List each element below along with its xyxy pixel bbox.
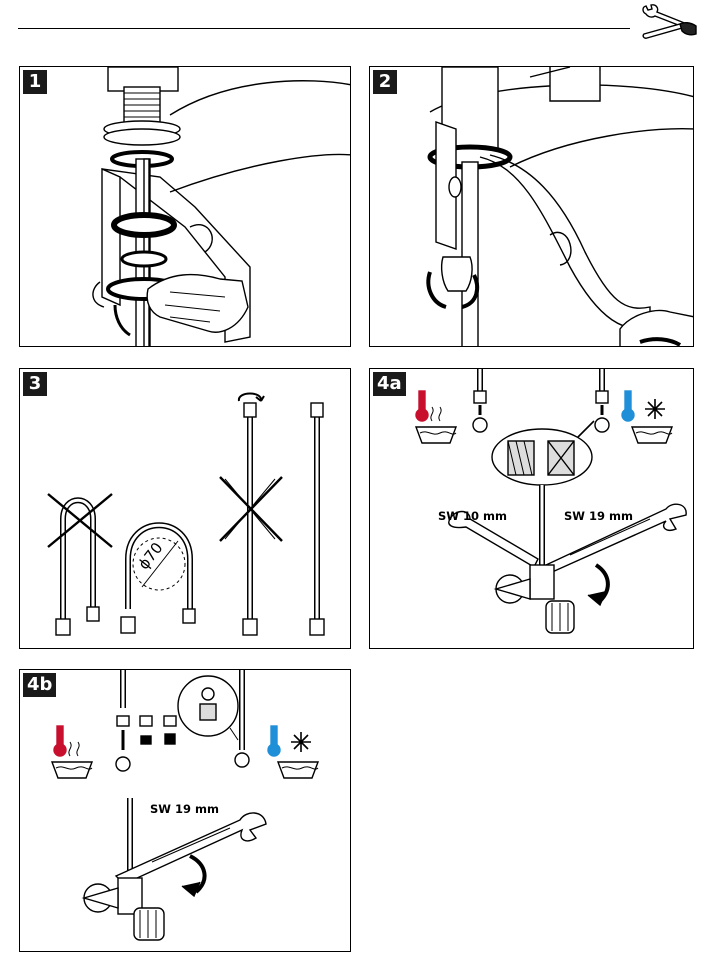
step-badge: 2	[373, 70, 397, 94]
step-badge: 4b	[23, 673, 57, 697]
step-4a-panel: SW 10 mm SW 19 mm 4a	[369, 368, 694, 649]
wrench-size-label-19mm: SW 19 mm	[564, 509, 633, 523]
step-2-illustration	[426, 67, 693, 346]
header-rule	[18, 28, 630, 29]
wrench-size-label-10mm: SW 10 mm	[438, 509, 507, 523]
step-badge: 4a	[373, 372, 406, 396]
cold-water-snowflake-icon	[621, 390, 674, 444]
step-4a-illustration	[414, 369, 687, 634]
step-1-panel: 1	[19, 66, 351, 347]
tools-icon	[642, 4, 697, 39]
cold-water-snowflake-icon	[267, 725, 320, 779]
step-3-illustration	[47, 392, 325, 636]
step-4b-illustration	[50, 670, 320, 941]
hot-water-thermometer-icon	[414, 390, 458, 444]
step-4b-panel: SW 19 mm 4b	[19, 669, 351, 952]
step-1-illustration	[92, 67, 350, 346]
step-3-panel: ϕ70 3	[19, 368, 351, 649]
wrench-size-label-19mm: SW 19 mm	[150, 802, 219, 816]
hot-water-thermometer-icon	[50, 725, 94, 779]
step-badge: 3	[23, 372, 47, 396]
step-badge: 1	[23, 70, 47, 94]
step-2-panel: 2	[369, 66, 694, 347]
